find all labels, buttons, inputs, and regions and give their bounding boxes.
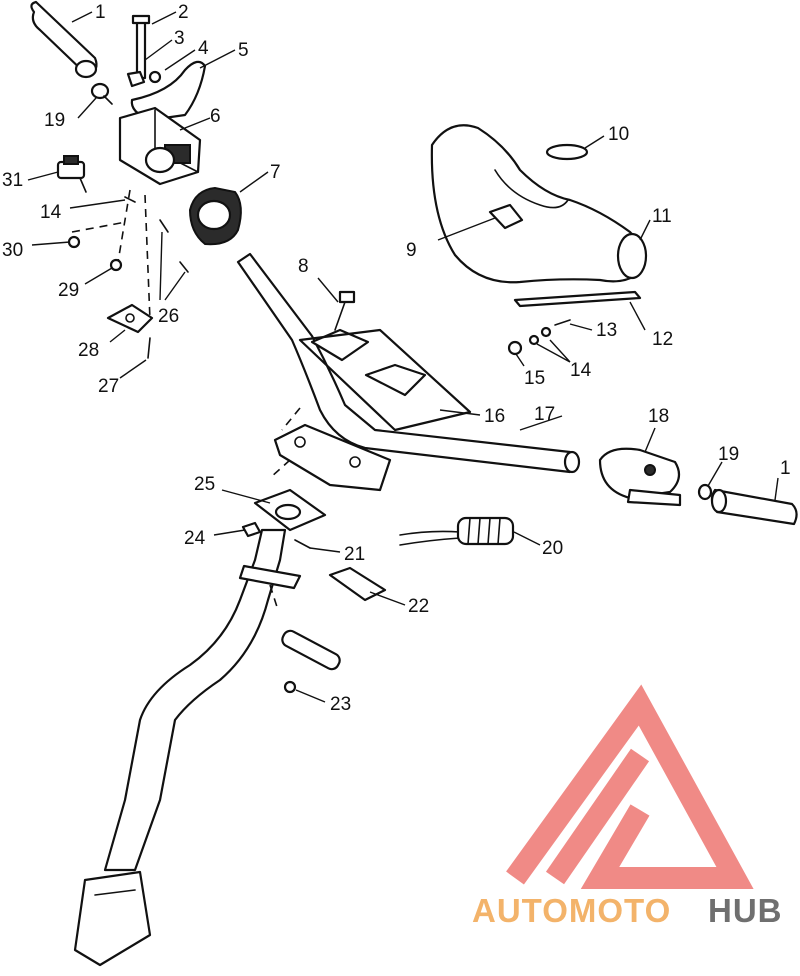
part-9-plate: [488, 203, 524, 230]
callout-17: 17: [534, 404, 555, 425]
part-23-sleeve: [281, 629, 341, 671]
callout-2: 2: [178, 2, 189, 23]
part-3-nut: [126, 70, 146, 88]
callout-9: 9: [406, 240, 417, 261]
part-29-washer: [109, 258, 123, 272]
callout-20: 20: [542, 538, 563, 559]
part-23-nut: [283, 680, 297, 694]
part-8-bolt: [334, 290, 356, 331]
watermark-text-hub: HUB: [708, 892, 783, 929]
part-1-right-grip: [710, 488, 798, 526]
callout-5: 5: [238, 40, 249, 61]
callout-23: 23: [330, 694, 351, 715]
callout-15: 15: [524, 368, 545, 389]
callout-12: 12: [652, 329, 673, 350]
lower-riser-clamp: [273, 423, 392, 492]
callout-31: 31: [2, 170, 23, 191]
callout-3: 3: [174, 28, 185, 49]
callout-30: 30: [2, 240, 23, 261]
part-2-pin: [131, 14, 151, 80]
callout-26: 26: [158, 306, 179, 327]
part-26-screw-a: [159, 219, 169, 233]
callout-1-right: 1: [780, 458, 791, 479]
callout-21: 21: [344, 544, 365, 565]
part-12-strip: [513, 290, 642, 308]
part-27-screw: [147, 337, 151, 359]
part-20-cable-spring: [399, 516, 515, 546]
callout-27: 27: [98, 376, 119, 397]
part-25-flange: [253, 488, 327, 532]
part-11-pod-cover: [430, 124, 648, 284]
callout-22: 22: [408, 596, 429, 617]
callout-4: 4: [198, 38, 209, 59]
callout-19-left: 19: [44, 110, 65, 131]
part-24-nut: [241, 521, 262, 538]
part-14-washer-a: [528, 334, 540, 346]
leader-lines: [27, 11, 779, 703]
steering-column: [73, 528, 302, 967]
watermark-brand: AUTOMOTO HUB: [472, 892, 783, 929]
callout-7: 7: [270, 162, 281, 183]
callout-19-right: 19: [718, 444, 739, 465]
callout-1-left: 1: [95, 2, 106, 23]
callout-18: 18: [648, 406, 669, 427]
part-14-washer-left: [124, 196, 136, 203]
upper-clamp-right: [364, 363, 427, 397]
callout-14-right: 14: [570, 360, 592, 381]
part-13-screw: [554, 319, 571, 326]
part-28-bracket: [106, 303, 154, 334]
part-16-pad: [298, 328, 472, 432]
callout-14-left: 14: [40, 202, 62, 223]
part-21-bolt: [294, 539, 311, 549]
callout-6: 6: [210, 106, 221, 127]
callouts: 1 2 3 4 5 6 7 19 31 14 30 29 26 28 27 8 …: [2, 2, 791, 715]
part-1-left-grip: [30, 0, 98, 79]
part-19-left-screw: [90, 82, 113, 105]
callout-28: 28: [78, 340, 99, 361]
part-26-screw-b: [179, 261, 189, 273]
callout-11: 11: [652, 206, 672, 227]
callout-13: 13: [596, 320, 617, 341]
part-6-throttle-housing: [118, 106, 202, 186]
part-10-lens: [545, 143, 589, 161]
callout-25: 25: [194, 474, 215, 495]
part-31-switch: [56, 155, 87, 193]
callout-16: 16: [484, 406, 505, 427]
part-7-ring: [188, 186, 242, 246]
callout-8: 8: [298, 256, 309, 277]
part-15-nut: [507, 340, 523, 356]
part-18-switch-housing: [598, 447, 682, 507]
watermark-text-automoto: AUTOMOTO: [472, 892, 671, 929]
watermark-logo: [506, 684, 754, 889]
callout-29: 29: [58, 280, 79, 301]
part-30-nut: [67, 235, 81, 249]
callout-24: 24: [184, 528, 206, 549]
callout-10: 10: [608, 124, 629, 145]
part-14-washer-b: [540, 326, 552, 338]
part-19-right-screw: [697, 483, 713, 501]
